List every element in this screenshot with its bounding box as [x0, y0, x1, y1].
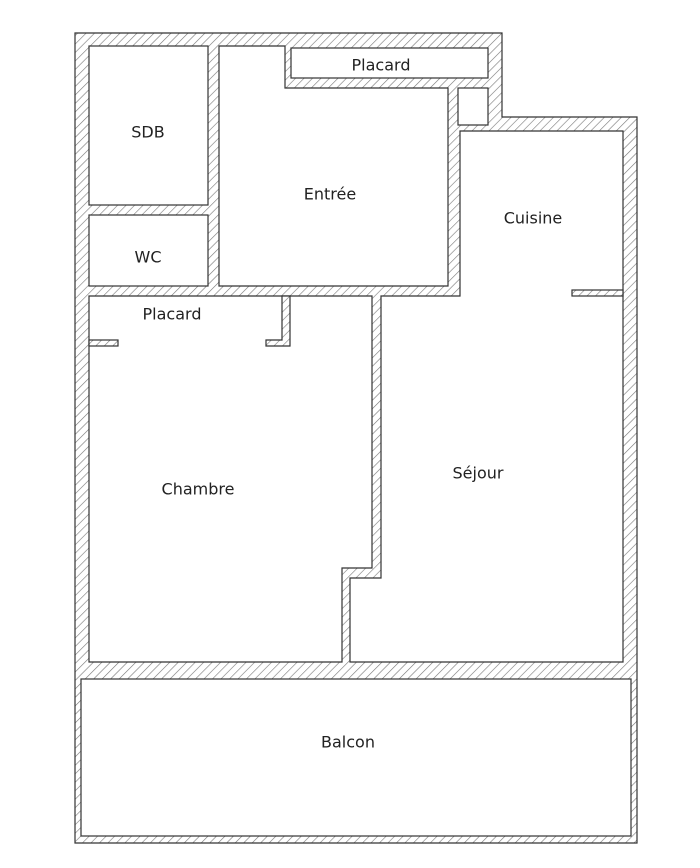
label-placard-entree: Placard — [352, 56, 411, 75]
label-placard-chambre: Placard — [143, 305, 202, 324]
wall-stub-placard-left — [88, 339, 119, 347]
room-placard-entree — [290, 47, 489, 79]
label-cuisine: Cuisine — [504, 209, 563, 228]
wall-stub-cuisine — [571, 289, 624, 297]
room-wc — [88, 214, 209, 287]
label-wc: WC — [135, 248, 162, 267]
room-duct — [457, 87, 489, 126]
room-chambre — [88, 295, 373, 663]
room-entree — [218, 45, 449, 287]
label-balcon: Balcon — [321, 733, 375, 752]
room-sdb — [88, 45, 209, 206]
label-sdb: SDB — [131, 123, 164, 142]
wall-stub-placard-right — [265, 295, 291, 347]
label-sejour: Séjour — [453, 464, 504, 483]
room-balcon — [80, 678, 632, 837]
room-cuisine-sejour — [349, 130, 624, 663]
label-entree: Entrée — [304, 185, 356, 204]
label-chambre: Chambre — [162, 480, 235, 499]
